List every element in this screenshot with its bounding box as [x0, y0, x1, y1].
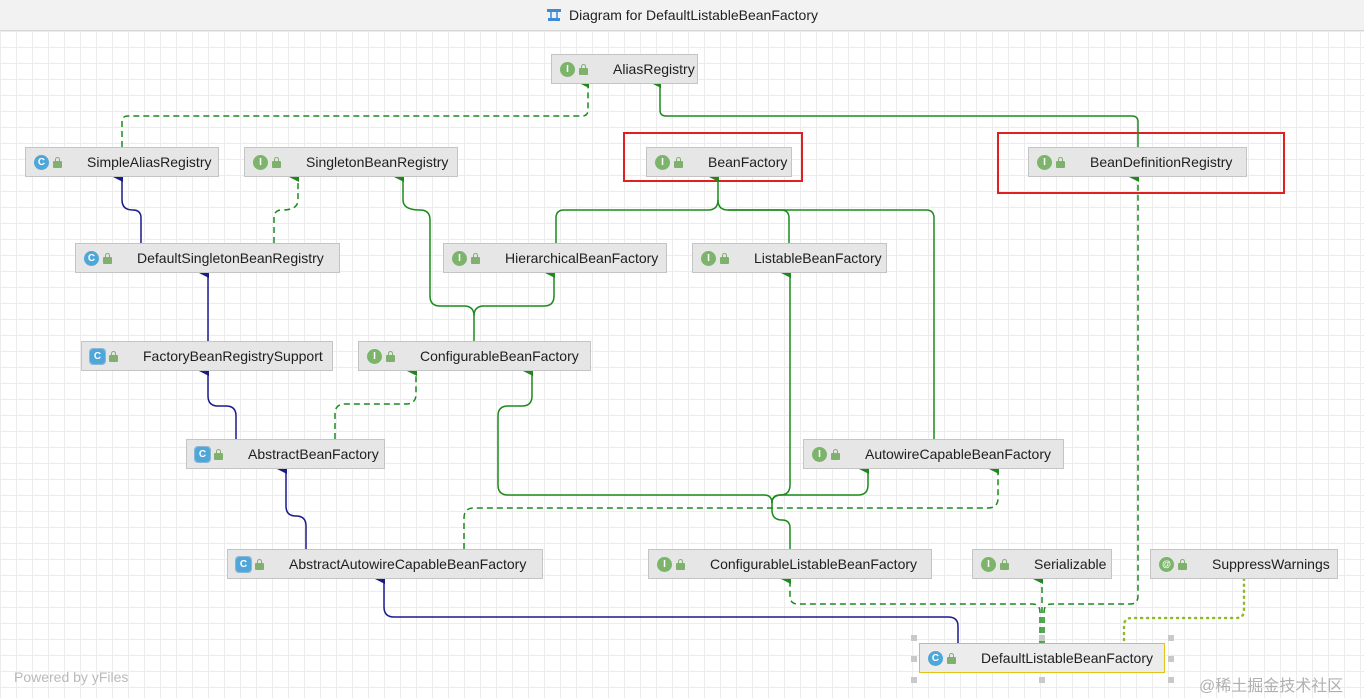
lock-icon — [676, 558, 686, 570]
interface-icon: I — [655, 154, 670, 170]
lock-icon — [1000, 558, 1010, 570]
node-abstract-autowire-capable-bean-factory[interactable]: C AbstractAutowireCapableBeanFactory — [227, 549, 543, 579]
interface-icon: I — [812, 446, 827, 462]
node-label: DefaultSingletonBeanRegistry — [137, 250, 324, 266]
selection-handle[interactable] — [911, 677, 917, 683]
node-label: AliasRegistry — [613, 61, 695, 77]
node-default-singleton-bean-registry[interactable]: C DefaultSingletonBeanRegistry — [75, 243, 340, 273]
lock-icon — [1178, 558, 1188, 570]
interface-icon: I — [253, 154, 268, 170]
class-icon: C — [34, 154, 49, 170]
node-hierarchical-bean-factory[interactable]: I HierarchicalBeanFactory — [443, 243, 667, 273]
selection-handle[interactable] — [911, 656, 917, 662]
node-autowire-capable-bean-factory[interactable]: I AutowireCapableBeanFactory — [803, 439, 1064, 469]
class-icon: C — [928, 650, 943, 666]
lock-icon — [674, 156, 684, 168]
lock-icon — [386, 350, 396, 362]
node-label: BeanDefinitionRegistry — [1090, 154, 1233, 170]
node-bean-factory[interactable]: I BeanFactory — [646, 147, 792, 177]
node-configurable-listable-bean-factory[interactable]: I ConfigurableListableBeanFactory — [648, 549, 932, 579]
interface-icon: I — [560, 61, 575, 77]
interface-icon: I — [452, 250, 467, 266]
selection-handle[interactable] — [1168, 635, 1174, 641]
node-label: Serializable — [1034, 556, 1107, 572]
lock-icon — [109, 350, 119, 362]
abstract-class-icon: C — [235, 555, 252, 573]
lock-icon — [214, 448, 224, 460]
node-alias-registry[interactable]: I AliasRegistry — [551, 54, 698, 84]
node-bean-definition-registry[interactable]: I BeanDefinitionRegistry — [1028, 147, 1247, 177]
lock-icon — [1056, 156, 1066, 168]
node-singleton-bean-registry[interactable]: I SingletonBeanRegistry — [244, 147, 458, 177]
node-label: FactoryBeanRegistrySupport — [143, 348, 323, 364]
lock-icon — [103, 252, 113, 264]
node-label: SingletonBeanRegistry — [306, 154, 449, 170]
diagram-icon — [546, 8, 562, 22]
selection-handle[interactable] — [1039, 677, 1045, 683]
node-configurable-bean-factory[interactable]: I ConfigurableBeanFactory — [358, 341, 591, 371]
node-label: SuppressWarnings — [1212, 556, 1330, 572]
node-factory-bean-registry-support[interactable]: C FactoryBeanRegistrySupport — [81, 341, 333, 371]
node-label: AbstractAutowireCapableBeanFactory — [289, 556, 527, 572]
node-label: BeanFactory — [708, 154, 788, 170]
node-label: ConfigurableListableBeanFactory — [710, 556, 918, 572]
node-label: AutowireCapableBeanFactory — [865, 446, 1051, 462]
node-simple-alias-registry[interactable]: C SimpleAliasRegistry — [25, 147, 219, 177]
node-label: AbstractBeanFactory — [248, 446, 379, 462]
node-serializable[interactable]: I Serializable — [972, 549, 1112, 579]
lock-icon — [579, 63, 589, 75]
annotation-icon: @ — [1159, 556, 1174, 572]
node-listable-bean-factory[interactable]: I ListableBeanFactory — [692, 243, 887, 273]
interface-icon: I — [1037, 154, 1052, 170]
node-label: ListableBeanFactory — [754, 250, 882, 266]
lock-icon — [255, 558, 265, 570]
window-title-bar: Diagram for DefaultListableBeanFactory — [0, 0, 1364, 31]
interface-icon: I — [981, 556, 996, 572]
selection-handle[interactable] — [1168, 677, 1174, 683]
interface-icon: I — [701, 250, 716, 266]
interface-icon: I — [657, 556, 672, 572]
selection-handle[interactable] — [1168, 656, 1174, 662]
window-title: Diagram for DefaultListableBeanFactory — [568, 7, 818, 23]
abstract-class-icon: C — [89, 347, 106, 365]
lock-icon — [53, 156, 63, 168]
lock-icon — [471, 252, 481, 264]
lock-icon — [831, 448, 841, 460]
node-label: SimpleAliasRegistry — [87, 154, 212, 170]
lock-icon — [720, 252, 730, 264]
node-label: HierarchicalBeanFactory — [505, 250, 659, 266]
node-abstract-bean-factory[interactable]: C AbstractBeanFactory — [186, 439, 385, 469]
selection-handle[interactable] — [911, 635, 917, 641]
abstract-class-icon: C — [194, 445, 211, 463]
node-suppress-warnings[interactable]: @ SuppressWarnings — [1150, 549, 1338, 579]
selection-handle[interactable] — [1039, 635, 1045, 641]
powered-by-label: Powered by yFiles — [14, 669, 129, 685]
interface-icon: I — [367, 348, 382, 364]
node-label: DefaultListableBeanFactory — [981, 650, 1153, 666]
watermark: @稀土掘金技术社区 — [1199, 678, 1344, 695]
highlight-box-bean-definition-registry — [997, 132, 1285, 194]
lock-icon — [272, 156, 282, 168]
node-default-listable-bean-factory[interactable]: C DefaultListableBeanFactory — [919, 643, 1165, 673]
node-label: ConfigurableBeanFactory — [420, 348, 579, 364]
class-icon: C — [84, 250, 99, 266]
lock-icon — [947, 652, 957, 664]
